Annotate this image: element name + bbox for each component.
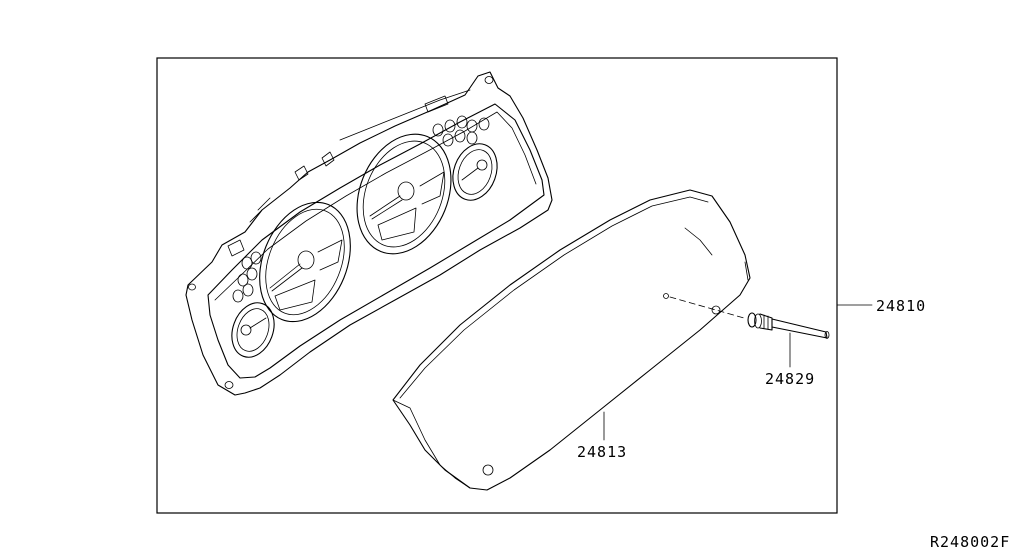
part-label-24829: 24829 <box>765 370 815 388</box>
leader-lines <box>603 304 873 441</box>
part-label-24813: 24813 <box>577 443 627 461</box>
diagram-code: R248002F <box>930 533 1010 551</box>
trip-reset-knob <box>669 296 830 339</box>
speedometer-gauge <box>356 133 452 255</box>
diagram-frame <box>156 57 838 514</box>
meter-lens <box>392 189 751 491</box>
meter-cluster <box>185 71 553 396</box>
part-label-24810: 24810 <box>876 297 926 315</box>
right-indicator-lamps <box>432 115 490 147</box>
left-indicator-lamps <box>232 251 262 303</box>
tachometer-gauge <box>259 201 351 323</box>
right-small-gauge <box>452 143 498 201</box>
left-small-gauge <box>231 302 275 358</box>
